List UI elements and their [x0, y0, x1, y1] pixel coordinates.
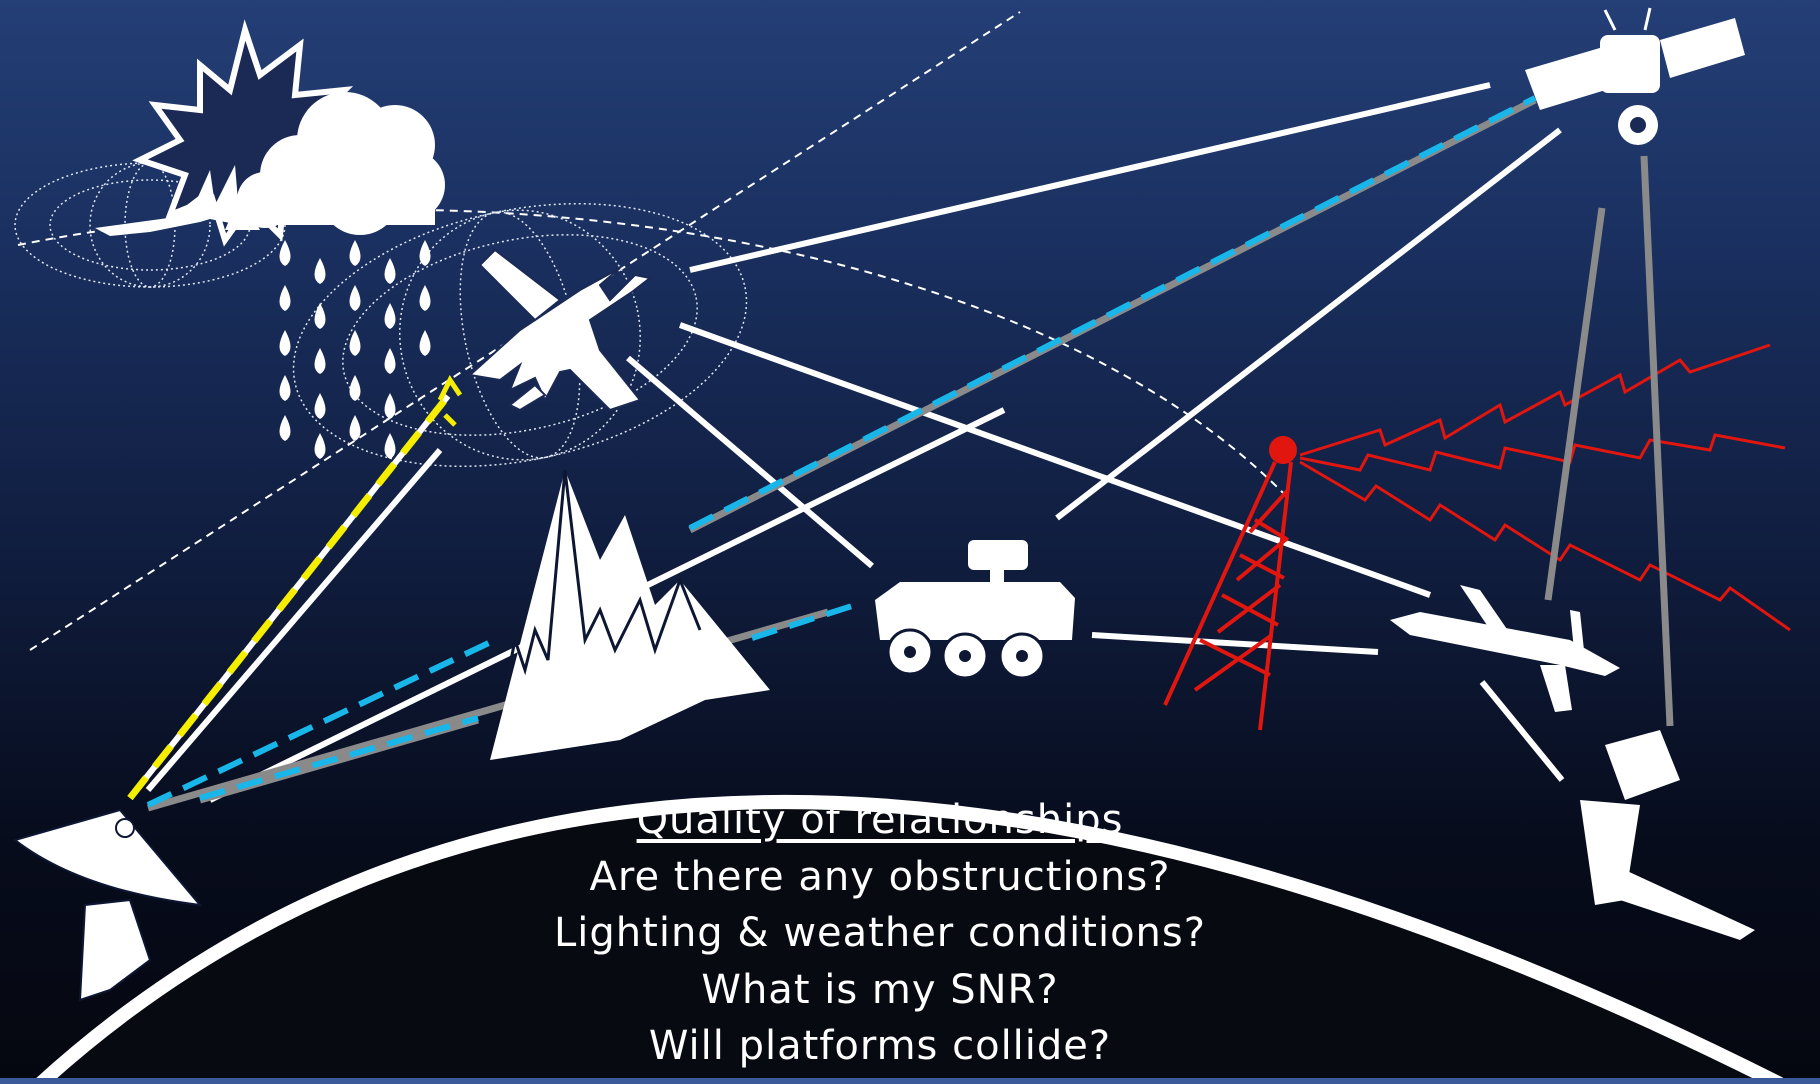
- satellite-icon: [1525, 7, 1745, 145]
- bottom-bar: [0, 1078, 1820, 1084]
- rain-drop: [349, 415, 361, 441]
- rain-drop: [314, 393, 326, 419]
- rain-drop: [419, 240, 431, 266]
- rain-drop: [384, 393, 396, 419]
- rain-drop: [349, 375, 361, 401]
- caption-title: Quality of relationships: [636, 797, 1124, 843]
- links-white: [145, 82, 1565, 803]
- rain-drop: [279, 375, 291, 401]
- rain-drop: [279, 330, 291, 356]
- rain-drop: [349, 285, 361, 311]
- rain-drop: [279, 285, 291, 311]
- aircraft-icon: [95, 195, 240, 236]
- armored-vehicle-icon: [875, 540, 1075, 680]
- mountains-icon: [490, 469, 770, 760]
- rain-drop: [384, 258, 396, 284]
- rain-drop: [279, 415, 291, 441]
- rain-drop: [314, 433, 326, 459]
- satellite-dish-icon: [12, 808, 203, 1002]
- rain-drop: [419, 285, 431, 311]
- caption-block: Quality of relationships Are there any o…: [430, 792, 1330, 1075]
- rain-drop: [384, 303, 396, 329]
- fighter-jet-icon: [467, 248, 653, 412]
- jamming-signals: [1299, 343, 1791, 632]
- rain-drop: [279, 240, 291, 266]
- caption-line-collision: Will platforms collide?: [648, 1023, 1112, 1069]
- radio-tower-icon: [1163, 436, 1297, 731]
- caption-line-obstructions: Are there any obstructions?: [589, 853, 1171, 900]
- trajectory-dashed-2: [17, 208, 1291, 501]
- earth-horizon-edge: [35, 795, 1784, 1084]
- rain-drop: [314, 258, 326, 284]
- rain-drop: [384, 433, 396, 459]
- earth-horizon: [40, 802, 1820, 1084]
- rain-drop: [314, 348, 326, 374]
- caption-line-lighting-weather: Lighting & weather conditions?: [554, 910, 1206, 956]
- caption-line-snr: What is my SNR?: [701, 966, 1059, 1013]
- storm-cloud-icon: [190, 92, 445, 235]
- ground-sensor-icon: [1580, 730, 1755, 940]
- drone-icon: [1390, 585, 1620, 712]
- rain-drop: [419, 330, 431, 356]
- rain-drop: [384, 348, 396, 374]
- rain-drops: [279, 240, 431, 459]
- rain-drop: [314, 303, 326, 329]
- link-yellow-dashed: [127, 375, 463, 801]
- rain-drop: [349, 240, 361, 266]
- links-cyan-dashed: [146, 95, 1537, 808]
- rain-drop: [349, 330, 361, 356]
